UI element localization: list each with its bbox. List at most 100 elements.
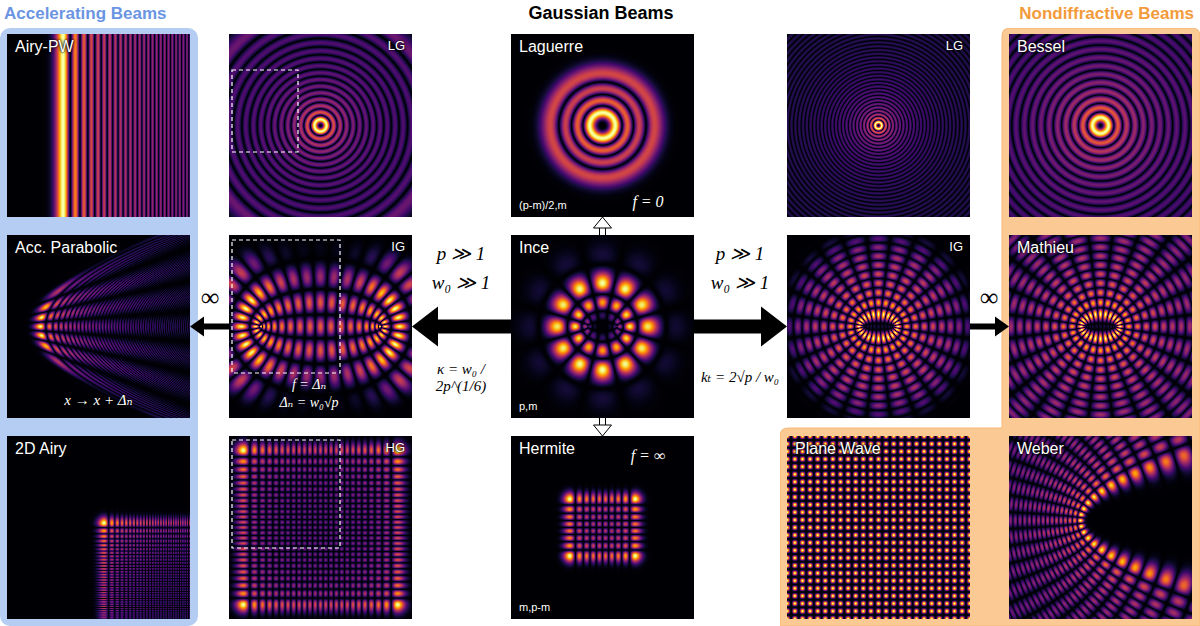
zoom-frame [232, 240, 340, 373]
connector-group [594, 217, 612, 235]
corner-label: LG [946, 39, 963, 54]
limit-arrow [694, 320, 762, 334]
intensity-image [1009, 34, 1192, 217]
panel-label: 2D Airy [15, 440, 67, 458]
beam-intensity [229, 436, 412, 619]
beam-intensity [511, 34, 694, 217]
limit-condition: p ≫ 1 [716, 243, 765, 265]
beam-intensity [1009, 436, 1192, 619]
limit-arrow [437, 320, 511, 334]
arrow-head [412, 307, 438, 347]
beam-panel: LG [229, 34, 412, 217]
zoom-frame [232, 70, 298, 152]
corner-label: HG [386, 441, 406, 456]
beam-intensity [7, 235, 190, 418]
beam-intensity [7, 34, 190, 217]
connector-group [412, 307, 511, 347]
focal-formula: f = Δₙ [292, 377, 326, 393]
index-label: p,m [519, 400, 537, 413]
index-label: m,p-m [519, 601, 550, 614]
beam-panel: Bessel [1009, 34, 1192, 217]
beam-intensity [787, 235, 970, 418]
beam-intensity [511, 436, 694, 619]
intensity-image [7, 235, 190, 418]
intensity-image [1009, 436, 1192, 619]
column-heading: Gaussian Beams [528, 3, 673, 24]
intensity-image [1009, 235, 1192, 418]
beam-panel: Hermite m,p-m [511, 436, 694, 619]
region-fill [780, 28, 1200, 626]
limit-arrow [970, 324, 996, 330]
intensity-image [787, 436, 970, 619]
beam-panel: LG [787, 34, 970, 217]
limit-arrow [203, 324, 229, 330]
beam-panel: Plane Wave [787, 436, 970, 619]
scaling-formula: kₜ = 2√p / w₀ [696, 369, 784, 386]
beam-panel: Weber [1009, 436, 1192, 619]
region-band [0, 28, 198, 626]
panel-label: Bessel [1017, 38, 1065, 56]
beam-intensity [7, 436, 190, 619]
intensity-image [229, 436, 412, 619]
index-label: (p-m)/2,m [519, 199, 567, 212]
beam-panel: HG [229, 436, 412, 619]
beam-panel: IG f = Δₙ Δₙ = w₀√p [229, 235, 412, 418]
panel-label: Acc. Parabolic [15, 239, 117, 257]
region-band [780, 28, 1200, 626]
connector-group [594, 418, 612, 436]
beam-panel: Ince p,m [511, 235, 694, 418]
panel-label: Mathieu [1017, 239, 1074, 257]
panel-label: Laguerre [519, 38, 583, 56]
intensity-image [787, 34, 970, 217]
panel-label: Plane Wave [795, 440, 881, 458]
edge-label: ∞ [201, 283, 220, 313]
shift-formula: x → x + Δₙ [64, 392, 132, 409]
accelerating-region: Accelerating BeamsAiry-PWAcc. Parabolicx… [0, 28, 198, 626]
corner-label: LG [388, 39, 405, 54]
corner-label: IG [391, 240, 405, 255]
arrow-head [594, 217, 612, 228]
intensity-image [7, 34, 190, 217]
beam-panel: Acc. Parabolic x → x + Δₙ [7, 235, 190, 418]
nondiffractive-region: Nondiffractive BeamsBesselMathieuPlane W… [780, 28, 1200, 626]
beam-intensity [787, 436, 970, 619]
intensity-image [511, 235, 694, 418]
intensity-image [229, 34, 412, 217]
region-heading: Accelerating Beams [4, 4, 167, 24]
edge-label: f = ∞ [631, 447, 666, 465]
intensity-image [787, 235, 970, 418]
beam-panel: Laguerre (p-m)/2,m [511, 34, 694, 217]
zoom-frame [232, 440, 340, 548]
beam-panel: IG [787, 235, 970, 418]
edge-label: f = 0 [632, 193, 663, 211]
intensity-image [511, 436, 694, 619]
corner-label: IG [949, 240, 963, 255]
limit-condition: w₀ ≫ 1 [711, 272, 769, 294]
intensity-image [229, 235, 412, 418]
beam-panel: Mathieu [1009, 235, 1192, 418]
region-fill [0, 28, 198, 626]
panel-label: Ince [519, 239, 549, 257]
arrow-head [761, 307, 787, 347]
edge-label: ∞ [980, 283, 999, 313]
beam-panel: 2D Airy [7, 436, 190, 619]
beam-panel: Airy-PW [7, 34, 190, 217]
beam-intensity [1009, 34, 1192, 217]
panel-label: Weber [1017, 440, 1064, 458]
focal-formula: Δₙ = w₀√p [279, 395, 338, 411]
region-heading: Nondiffractive Beams [1019, 4, 1194, 24]
intensity-image [511, 34, 694, 217]
beam-intensity [229, 34, 412, 217]
panel-label: Hermite [519, 440, 575, 458]
intensity-image [7, 436, 190, 619]
limit-condition: w₀ ≫ 1 [432, 272, 490, 294]
limit-condition: p ≫ 1 [437, 243, 486, 265]
beam-intensity [1009, 235, 1192, 418]
panel-label: Airy-PW [15, 38, 74, 56]
beam-intensity [787, 34, 970, 217]
connector-group [694, 307, 787, 347]
scaling-formula: κ = w₀ / 2p^(1/6) [415, 361, 507, 396]
arrow-head [594, 425, 612, 436]
beam-intensity [511, 235, 694, 418]
